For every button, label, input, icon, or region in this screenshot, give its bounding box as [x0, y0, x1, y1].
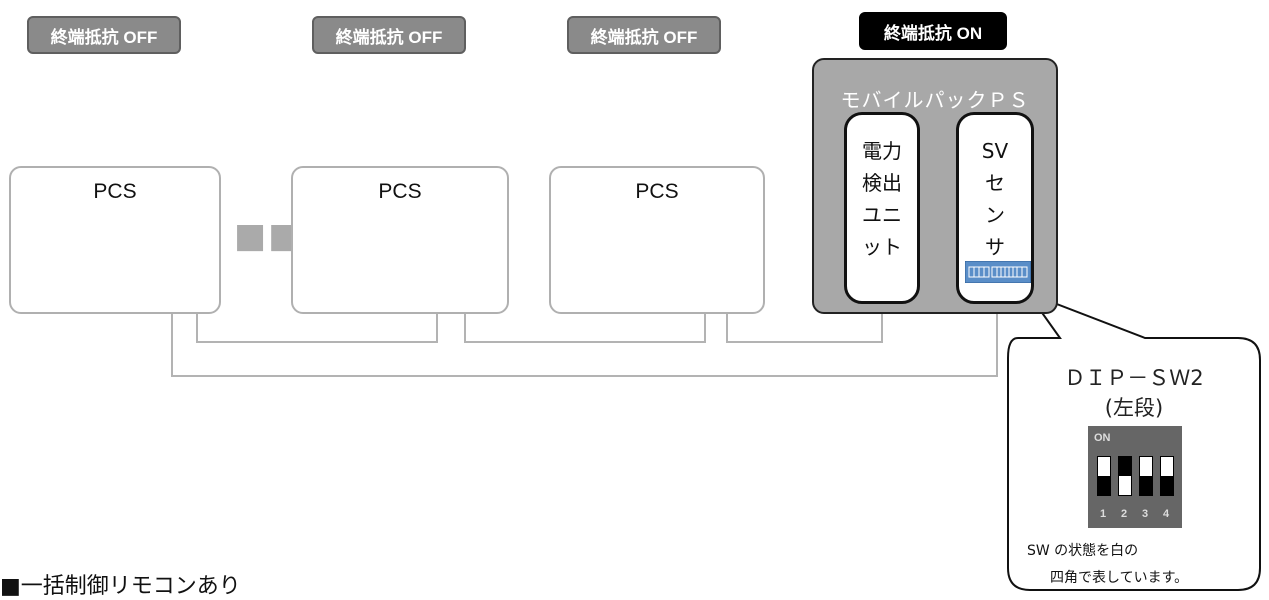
sv-sensor: SV セ ン サ: [956, 112, 1034, 304]
wire-pcs3-power-unit: [726, 312, 883, 343]
mobile-pack-ps: モバイルパックＰＳ 電力 検出 ユニ ット SV セ ン サ: [812, 58, 1058, 314]
dip-on-label: ON: [1094, 432, 1111, 444]
pcs-box-2: PCS: [291, 166, 509, 314]
terminal-resistor-badge-on: 終端抵抗 ON: [859, 12, 1007, 50]
dip-number-4: 4: [1163, 508, 1170, 520]
footer-heading: ■一括制御リモコンあり: [0, 574, 241, 599]
power-unit-label: 電力 検出 ユニ ット: [862, 139, 902, 259]
dip-sw-subtitle: (左段): [1104, 396, 1164, 420]
wire-pcs2-pcs3: [464, 312, 706, 343]
dip-switch-2: [1118, 456, 1132, 496]
pcs-label: PCS: [378, 180, 422, 203]
dip-number-2: 2: [1121, 508, 1128, 520]
mobile-pack-title: モバイルパックＰＳ: [840, 88, 1030, 112]
pcs-box-3: PCS: [549, 166, 765, 314]
pcs-label: PCS: [635, 180, 679, 203]
terminal-resistor-badge-1: 終端抵抗 OFF: [27, 16, 181, 54]
callout-note-line1: SW の状態を白の: [1027, 543, 1139, 559]
dip-number-3: 3: [1142, 508, 1149, 520]
terminal-resistor-badge-3: 終端抵抗 OFF: [567, 16, 721, 54]
dip-switch-mini-icon: [965, 261, 1031, 283]
dip-sw-title: ＤＩＰ－ＳＷ2: [1064, 366, 1204, 390]
dip-switch-diagram: ON 1 2 3 4: [1088, 426, 1182, 528]
terminal-resistor-badge-2: 終端抵抗 OFF: [312, 16, 466, 54]
power-detection-unit: 電力 検出 ユニ ット: [844, 112, 920, 304]
wire-pcs1-pcs2: [196, 312, 438, 343]
wire-pcs1-sv-sensor: [171, 312, 998, 377]
dip-number-1: 1: [1100, 508, 1107, 520]
dip-switch-4: [1160, 456, 1174, 496]
callout-note-line2: 四角で表しています。: [1050, 570, 1189, 586]
pcs-label: PCS: [93, 180, 137, 203]
pcs-box-1: PCS: [9, 166, 221, 314]
sv-sensor-label: SV セ ン サ: [981, 139, 1009, 259]
dip-switch-3: [1139, 456, 1153, 496]
dip-switch-1: [1097, 456, 1111, 496]
